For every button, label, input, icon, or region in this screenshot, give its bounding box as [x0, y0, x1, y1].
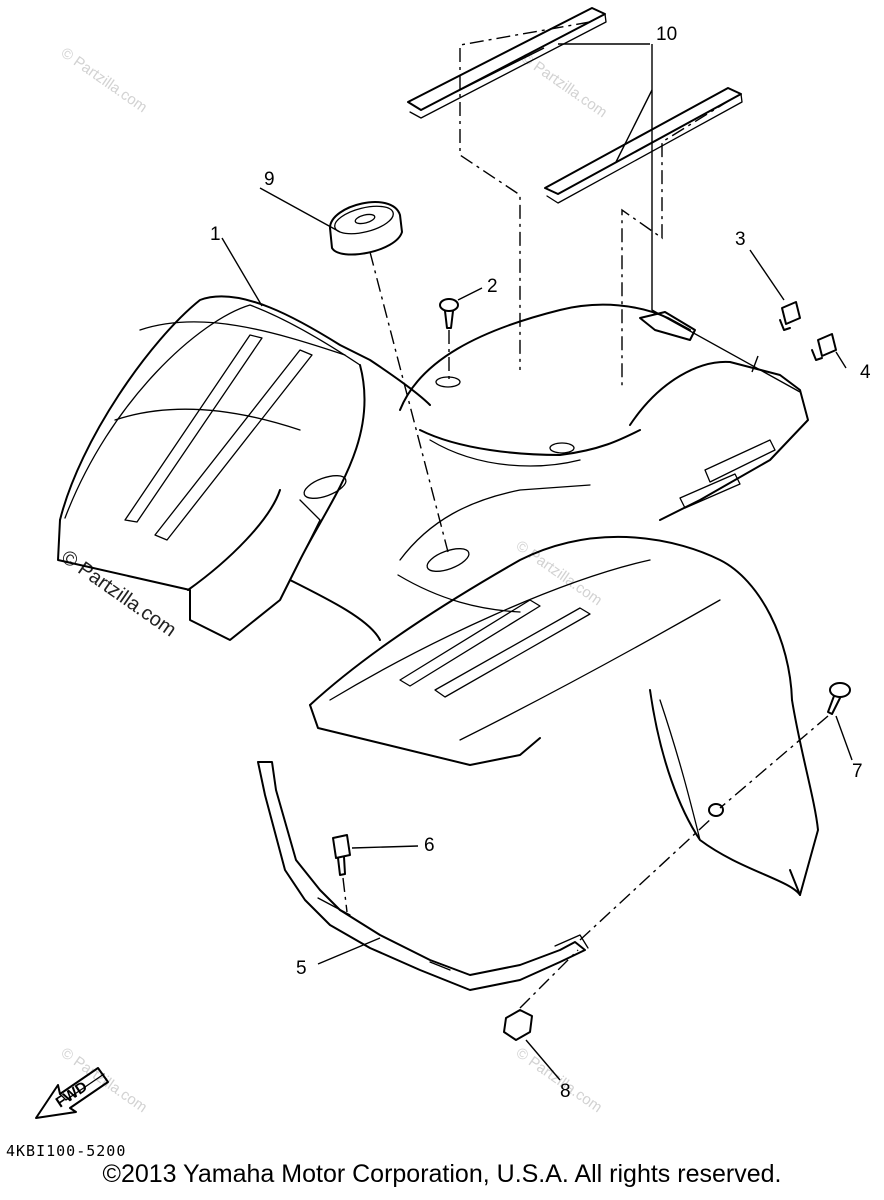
watermark-layer: © Partzilla.com © Partzilla.com © Partzi…: [57, 44, 610, 1116]
watermark-main: © Partzilla.com: [57, 546, 180, 641]
copyright-notice: ©2013 Yamaha Motor Corporation, U.S.A. A…: [102, 1160, 782, 1188]
leader-strip-right: [621, 99, 731, 390]
callout-labels: 1 2 3 4 5 6 7 8 9 10: [210, 24, 871, 1102]
leader-strip-left: [459, 21, 591, 370]
part-7-screw: [827, 682, 851, 715]
callout-7: 7: [852, 761, 863, 782]
callout-2: 2: [487, 276, 498, 297]
part-6-bolt: [332, 834, 351, 876]
leader-cap: [369, 251, 449, 553]
callout-leaders: [221, 43, 853, 1081]
callout-4: 4: [860, 362, 871, 383]
catalog-code: 4KBI100-5200: [6, 1142, 127, 1160]
part-2-screw: [439, 298, 459, 329]
watermark-5: © Partzilla.com: [513, 1044, 606, 1116]
part-3-bolt: [779, 301, 801, 331]
leader-bolt-6: [342, 877, 348, 913]
part-5-bracket: [257, 761, 589, 991]
part-9-cap: [329, 201, 403, 256]
watermark-3: © Partzilla.com: [513, 537, 606, 609]
part-7-nut: [708, 803, 724, 817]
callout-10: 10: [656, 24, 677, 45]
part-4-bolt: [811, 333, 837, 361]
watermark-1: © Partzilla.com: [58, 44, 151, 116]
callout-9: 9: [264, 169, 275, 190]
part-8-nut: [503, 1009, 533, 1041]
part-10-trim-strips: [407, 7, 743, 204]
callout-5: 5: [296, 958, 307, 979]
part-1-front-fender: [57, 295, 819, 896]
callout-6: 6: [424, 835, 435, 856]
watermark-4: © Partzilla.com: [58, 1044, 151, 1116]
leader-bracket: [579, 817, 713, 941]
leader-nut-8: [519, 949, 579, 1009]
leader-screw-7: [719, 715, 829, 809]
callout-3: 3: [735, 229, 746, 250]
callout-1: 1: [210, 224, 221, 245]
callout-8: 8: [560, 1081, 571, 1102]
